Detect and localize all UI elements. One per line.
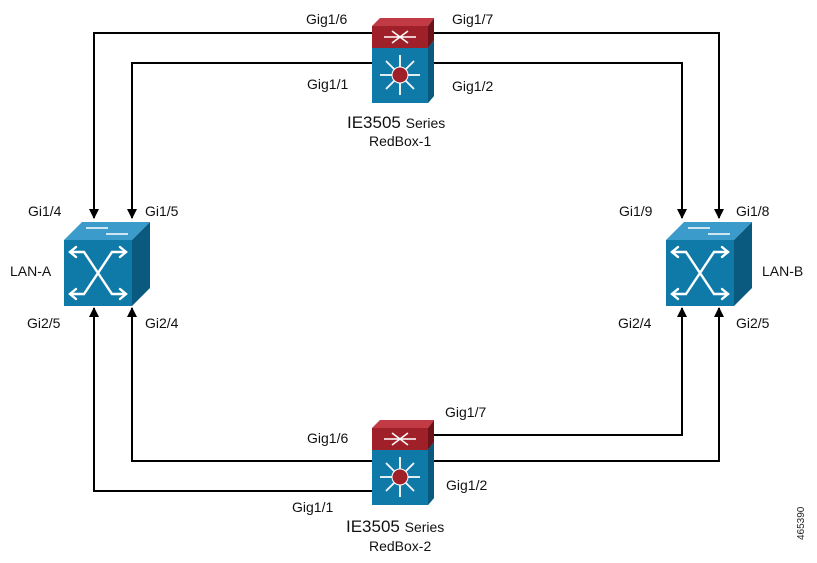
connection-lines — [89, 32, 724, 492]
redbox2-port-gig1-2-label: Gig1/2 — [446, 477, 488, 493]
figure-id-label: 465390 — [796, 506, 807, 540]
link-redbox2-gig1-7-to-lan-b-gi2-4 — [434, 307, 687, 436]
redbox1-port-gig1-2-label: Gig1/2 — [452, 78, 494, 94]
redbox2-series: Series — [404, 519, 445, 535]
redbox2-name-label: RedBox-2 — [369, 538, 432, 554]
redbox-1-device-icon — [372, 18, 434, 103]
lan-b-name-label: LAN-B — [762, 263, 804, 279]
redbox1-port-gig1-7-label: Gig1/7 — [452, 11, 494, 27]
redbox1-port-gig1-6-label: Gig1/6 — [306, 11, 348, 27]
redbox1-series: Series — [405, 115, 446, 131]
lan-b-port-gi2-5-label: Gi2/5 — [736, 315, 770, 331]
redbox-2-device-icon — [372, 420, 434, 505]
lan-a-switch-icon — [64, 222, 150, 306]
redbox1-model: IE3505 — [347, 113, 401, 132]
link-redbox1-gig1-1-to-lan-a-gi1-5 — [127, 62, 372, 219]
link-redbox2-gig1-1-to-lan-a-gi2-5 — [89, 307, 372, 492]
lan-a-port-gi1-4-label: Gi1/4 — [28, 203, 62, 219]
lan-b-port-gi2-4-label: Gi2/4 — [618, 315, 652, 331]
lan-a-port-gi1-5-label: Gi1/5 — [145, 203, 179, 219]
link-redbox1-gig1-2-to-lan-b-gi1-9 — [434, 62, 687, 219]
redbox1-model-label: IE3505 Series — [347, 114, 445, 131]
redbox1-port-gig1-1-label: Gig1/1 — [307, 76, 349, 92]
redbox2-port-gig1-6-label: Gig1/6 — [307, 430, 349, 446]
redbox2-model-label: IE3505 Series — [346, 518, 444, 535]
link-redbox2-gig1-2-to-lan-b-gi2-5 — [434, 307, 724, 462]
lan-b-port-gi1-9-label: Gi1/9 — [619, 203, 653, 219]
redbox2-port-gig1-1-label: Gig1/1 — [292, 499, 334, 515]
redbox2-port-gig1-7-label: Gig1/7 — [445, 404, 487, 420]
lan-a-port-gi2-5-label: Gi2/5 — [27, 315, 61, 331]
redbox2-model: IE3505 — [346, 517, 400, 536]
lan-a-name-label: LAN-A — [10, 263, 52, 279]
lan-b-switch-icon — [666, 222, 752, 306]
link-redbox2-gig1-6-to-lan-a-gi2-4 — [127, 307, 372, 462]
link-redbox1-gig1-7-to-lan-b-gi1-8 — [434, 32, 724, 219]
lan-b-port-gi1-8-label: Gi1/8 — [736, 203, 770, 219]
redbox1-name-label: RedBox-1 — [369, 133, 432, 149]
lan-a-port-gi2-4-label: Gi2/4 — [145, 315, 179, 331]
link-redbox1-gig1-6-to-lan-a-gi1-4 — [89, 32, 372, 219]
